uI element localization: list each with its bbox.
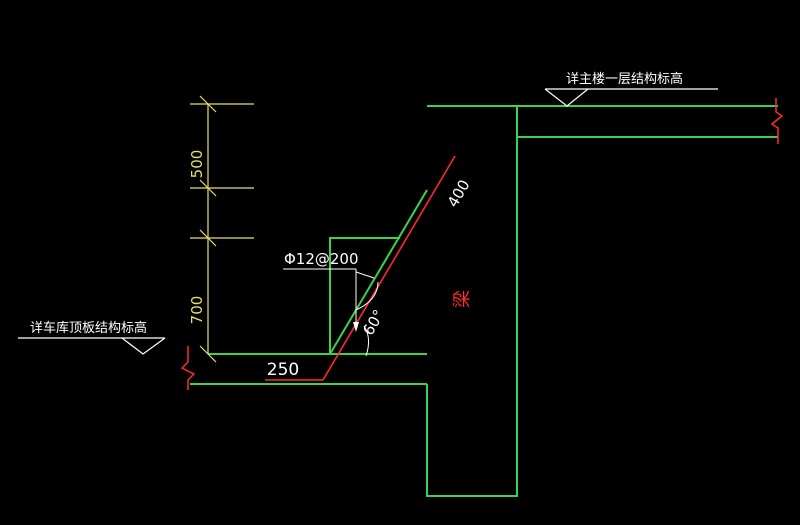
angle-arc-lower — [363, 325, 370, 357]
dim-tick-mid1 — [199, 179, 217, 197]
elevation-label-top-right: 详主楼一层结构标高 — [566, 71, 683, 87]
elevation-symbol-top-right — [544, 88, 718, 107]
haunch-slope-edge — [329, 189, 428, 355]
dim-250: 250 — [267, 360, 299, 380]
rebar — [265, 155, 456, 381]
elevation-label-left: 详车库顶板结构标高 — [30, 320, 147, 336]
dim-tick-mid2 — [199, 229, 217, 247]
break-mark-right — [770, 98, 784, 144]
dim-tick-bottom — [199, 345, 217, 363]
beam-label: 梁 — [452, 290, 473, 308]
elevation-symbol-left — [18, 337, 166, 355]
elevation-left-triangle — [121, 337, 166, 355]
rebar-bent-bar — [265, 155, 456, 381]
rebar-leader-diag — [355, 271, 375, 279]
break-mark-left — [180, 346, 196, 390]
dim-tick-top — [199, 95, 217, 113]
rebar-leader — [283, 268, 379, 357]
break-marks — [180, 98, 784, 390]
vertical-dimension — [190, 95, 254, 363]
dim-400: 400 — [444, 177, 474, 211]
structure-outline — [190, 105, 778, 497]
leader-arrowhead — [353, 322, 359, 332]
dim-500: 500 — [188, 150, 206, 179]
haunch-outline — [329, 237, 400, 354]
rebar-spec-label: Φ12@200 — [284, 250, 359, 268]
angle-arc — [355, 281, 379, 311]
beam-outline — [426, 105, 518, 497]
dim-700: 700 — [188, 296, 206, 325]
elevation-top-triangle — [544, 88, 589, 107]
